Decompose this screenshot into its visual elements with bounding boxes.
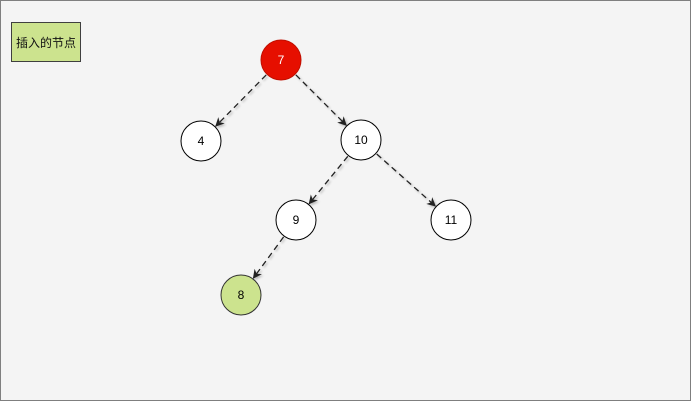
tree-node-7: 7 xyxy=(260,39,302,81)
tree-node-9: 9 xyxy=(275,199,317,241)
tree-node-10: 10 xyxy=(340,119,382,161)
node-circle xyxy=(430,199,472,241)
edge-n7-n4 xyxy=(215,74,267,127)
tree-node-8: 8 xyxy=(220,274,262,316)
node-circle xyxy=(275,199,317,241)
tree-node-11: 11 xyxy=(430,199,472,241)
node-circle xyxy=(340,119,382,161)
node-label: 7 xyxy=(278,53,285,67)
node-label: 11 xyxy=(445,213,458,227)
tree-node-4: 4 xyxy=(180,120,222,162)
nodes-layer: 7 4 10 9 11 8 xyxy=(180,39,472,316)
edges-layer xyxy=(215,74,436,279)
node-label: 9 xyxy=(293,213,300,227)
edge-n7-n10 xyxy=(295,74,347,126)
node-label: 8 xyxy=(238,288,245,302)
node-circle xyxy=(260,39,302,81)
node-circle xyxy=(220,274,262,316)
node-circle xyxy=(180,120,222,162)
node-label: 10 xyxy=(354,133,368,147)
edge-n10-n9 xyxy=(308,155,349,205)
edge-n9-n8 xyxy=(252,236,285,279)
legend-label: 插入的节点 xyxy=(15,35,76,50)
legend-box: 插入的节点 xyxy=(11,22,81,62)
edge-n10-n11 xyxy=(376,153,436,207)
node-label: 4 xyxy=(198,134,205,148)
